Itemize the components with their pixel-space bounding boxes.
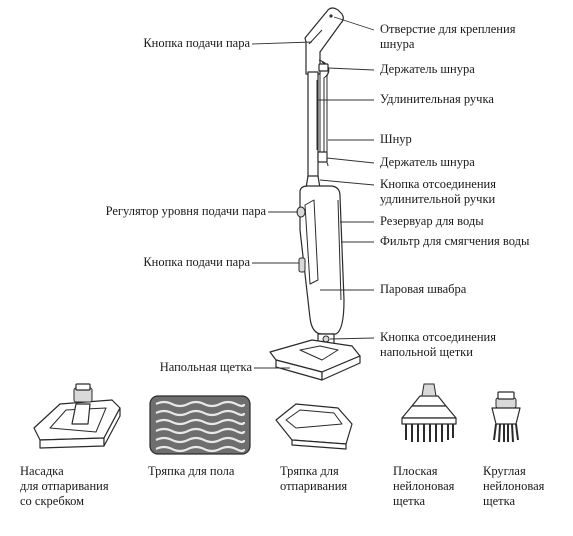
label-steam-button-top: Кнопка подачи пара bbox=[143, 36, 250, 50]
body-steam-button bbox=[298, 257, 306, 273]
accessory-round-brush bbox=[491, 391, 521, 443]
label-extension-handle: Удлинительная ручка bbox=[380, 92, 494, 106]
label-steam-button-body: Кнопка подачи пара bbox=[143, 255, 250, 269]
leader-lines bbox=[251, 16, 375, 369]
cord-holder-lower bbox=[317, 151, 328, 163]
water-tank-window bbox=[304, 199, 319, 285]
caption-round-brush: Круглая нейлоновая щетка bbox=[483, 464, 545, 508]
label-handle-release-cont: удлинительной ручки bbox=[380, 192, 496, 206]
label-handle-release: Кнопка отсоединения bbox=[380, 177, 496, 191]
label-steam-regulator: Регулятор уровня подачи пара bbox=[105, 204, 266, 218]
cord-hole bbox=[329, 14, 333, 18]
cord-holder-upper bbox=[318, 63, 329, 72]
accessory-floor-cloth bbox=[149, 395, 251, 455]
steam-regulator-knob bbox=[296, 206, 306, 218]
label-water-filter: Фильтр для смягчения воды bbox=[380, 234, 530, 248]
caption-steaming-cloth: Тряпка для отпаривания bbox=[280, 464, 348, 493]
label-cord-hole: Отверстие для крепления bbox=[380, 22, 516, 36]
accessory-flat-brush bbox=[401, 383, 457, 442]
label-cord-holder-bottom: Держатель шнура bbox=[380, 155, 475, 169]
cord-coil bbox=[316, 59, 330, 167]
label-floor-release-cont: напольной щетки bbox=[380, 345, 473, 359]
label-floor-brush: Напольная щетка bbox=[159, 360, 252, 374]
label-cord: Шнур bbox=[380, 132, 412, 146]
caption-floor-cloth: Тряпка для пола bbox=[148, 464, 235, 478]
caption-flat-brush: Плоская нейлоновая щетка bbox=[393, 464, 455, 508]
steam-mop-illustration bbox=[269, 7, 361, 381]
mop-body bbox=[299, 185, 345, 335]
floor-release-button bbox=[322, 335, 330, 343]
floor-head bbox=[269, 339, 361, 381]
label-cord-holder-top: Держатель шнура bbox=[380, 62, 475, 76]
label-floor-release: Кнопка отсоединения bbox=[380, 330, 496, 344]
accessory-scraper-nozzle bbox=[33, 383, 121, 449]
label-cord-hole-cont: шнура bbox=[380, 37, 415, 51]
accessory-steaming-cloth bbox=[275, 403, 353, 450]
handle-grip bbox=[304, 7, 344, 75]
caption-scraper-nozzle: Насадка для отпаривания со скребком bbox=[20, 464, 109, 508]
label-steam-mop: Паровая швабра bbox=[380, 282, 467, 296]
label-water-tank: Резервуар для воды bbox=[380, 214, 484, 228]
